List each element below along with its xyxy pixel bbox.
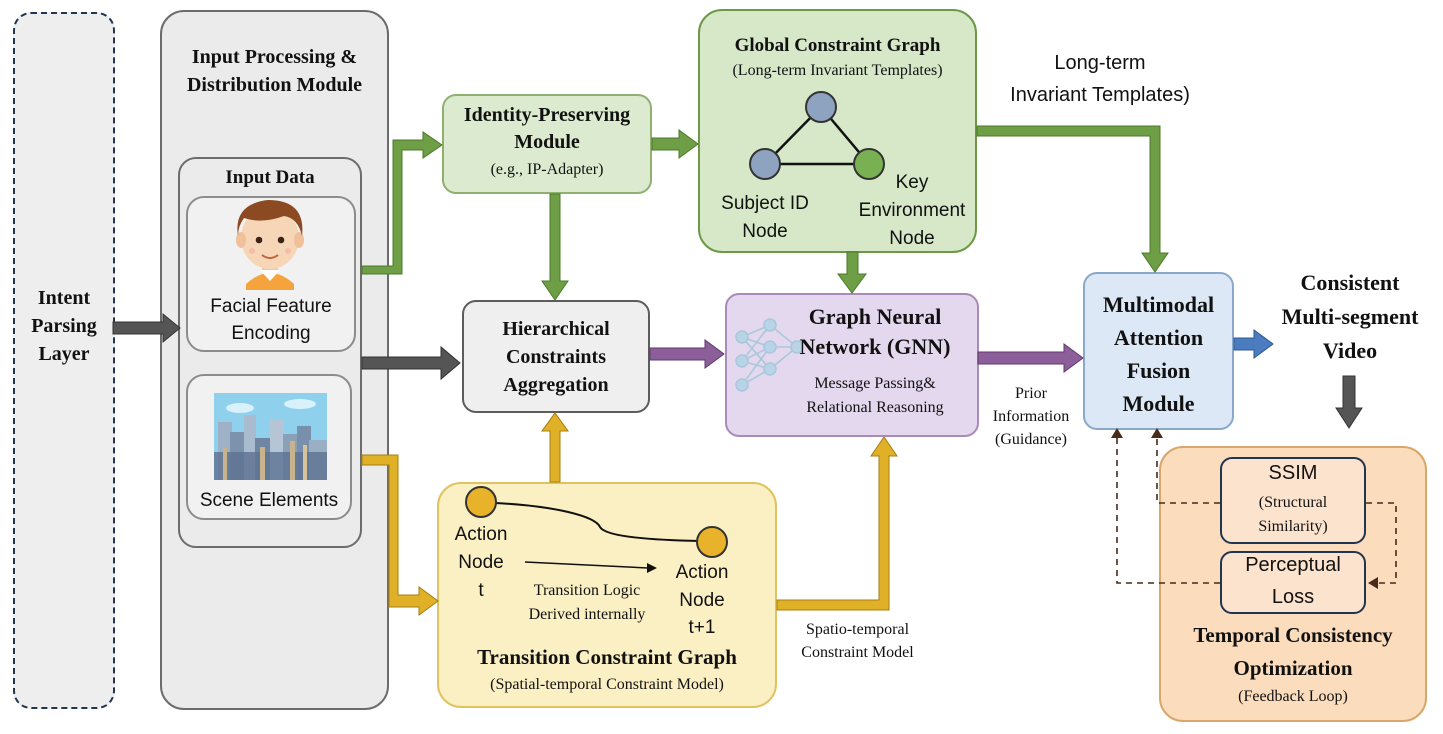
ssim-label-3: Similarity) (1258, 518, 1328, 535)
temporal-title-2: Optimization (1233, 656, 1353, 680)
ssim-box (1220, 457, 1366, 544)
fusion-title-4: Module (1122, 391, 1195, 416)
spatio-label-1: Spatio-temporal (805, 621, 910, 638)
output-label-3: Video (1322, 338, 1378, 363)
transition-logic-2: Derived internally (528, 606, 646, 623)
input-data-title: Input Data (225, 167, 315, 188)
arrow-facial-to-identity (361, 131, 443, 275)
perceptual-label-2: Loss (1271, 586, 1315, 608)
arrow-transition-to-hierarchical (541, 412, 569, 483)
scene-label: Scene Elements (199, 490, 339, 511)
intent-label-3: Layer (38, 343, 90, 365)
fusion-title-2: Attention (1113, 325, 1204, 350)
arrow-scene-to-transition (361, 454, 439, 616)
global-constraint-graph (698, 9, 977, 253)
fusion-title-3: Fusion (1126, 358, 1191, 383)
prior-label-2: Information (992, 408, 1070, 425)
output-label-2: Multi-segment (1281, 304, 1419, 329)
prior-label-3: (Guidance) (995, 431, 1067, 448)
gnn-sub-2: Relational Reasoning (806, 399, 944, 416)
face-avatar-icon (236, 200, 304, 290)
transition-sub: (Spatial-temporal Constraint Model) (490, 676, 724, 693)
key-node-label-1: Key (895, 172, 929, 193)
identity-preserving-module (442, 94, 652, 194)
intent-label-1: Intent (37, 287, 91, 309)
transition-constraint-graph (437, 482, 777, 708)
arrow-global-to-fusion (976, 125, 1169, 273)
global-graph-sub: (Long-term Invariant Templates) (732, 62, 943, 79)
identity-title-1: Identity-Preserving (463, 104, 631, 126)
key-node-label-2: Environment (858, 200, 966, 221)
hierarchical-title-3: Aggregation (503, 374, 609, 396)
facial-label-1: Facial Feature (210, 296, 332, 317)
key-node-label-3: Node (889, 228, 935, 249)
intent-parsing-layer (13, 12, 115, 709)
arrow-transition-to-gnn (776, 436, 898, 611)
output-label-1: Consistent (1300, 270, 1400, 295)
transition-logic-1: Transition Logic (533, 582, 641, 599)
long-term-label-2: Invariant Templates) (1010, 84, 1190, 106)
transition-title: Transition Constraint Graph (477, 645, 737, 669)
node-t-label-3: t (478, 580, 484, 601)
temporal-sub: (Feedback Loop) (1238, 688, 1348, 705)
arrow-global-to-gnn (837, 251, 867, 294)
node-t1-label-3: t+1 (688, 617, 716, 638)
arrow-fusion-to-output (1233, 329, 1274, 359)
long-term-label-1: Long-term (1054, 52, 1146, 74)
fusion-module-box (1083, 272, 1234, 430)
gnn-title-1: Graph Neural (808, 304, 942, 329)
subject-node-label-2: Node (742, 221, 788, 242)
perceptual-loss-box (1220, 551, 1366, 614)
gnn-sub-1: Message Passing& (814, 375, 936, 392)
transition-logic-line (524, 561, 649, 569)
temporal-title-1: Temporal Consistency (1193, 623, 1393, 647)
input-module-title-2: Distribution Module (186, 74, 363, 96)
arrow-intent-to-input (112, 312, 181, 344)
global-graph-title: Global Constraint Graph (734, 35, 941, 56)
identity-title-2: Module (514, 131, 580, 153)
feedback-arrowhead-1 (1151, 428, 1163, 438)
ssim-label-2: (Structural (1258, 494, 1328, 511)
top-graph-node (805, 91, 837, 123)
arrow-identity-to-hierarchical (541, 193, 569, 301)
hierarchical-constraints-box (462, 300, 650, 413)
feedback-arrowhead-3 (1368, 577, 1378, 589)
action-node-t1 (696, 526, 728, 558)
feedback-arrowhead-2 (1111, 428, 1123, 438)
arrow-identity-to-global (651, 129, 699, 159)
node-t-label-2: Node (458, 552, 504, 573)
fusion-title-1: Multimodal (1102, 292, 1215, 317)
key-environment-node (853, 148, 885, 180)
city-scene-icon (214, 393, 327, 480)
subject-id-node (749, 148, 781, 180)
node-t1-label-1: Action (675, 562, 729, 583)
arrow-hierarchical-to-gnn (649, 339, 725, 369)
hierarchical-title-2: Constraints (505, 346, 606, 368)
node-t1-label-2: Node (679, 590, 725, 611)
arrow-input-to-hierarchical (361, 345, 461, 381)
arrow-gnn-to-fusion (977, 343, 1084, 373)
intent-label-2: Parsing (31, 315, 97, 337)
input-module-title-1: Input Processing & (191, 46, 358, 68)
gnn-title-2: Network (GNN) (799, 334, 951, 359)
action-node-t (465, 486, 497, 518)
facial-label-2: Encoding (231, 323, 311, 344)
subject-node-label-1: Subject ID (721, 193, 809, 214)
arrow-video-to-temporal (1335, 375, 1363, 429)
transition-logic-arrowhead (647, 563, 657, 573)
transition-curve (494, 502, 701, 542)
hierarchical-title-1: Hierarchical (502, 318, 610, 340)
prior-label-1: Prior (1015, 385, 1047, 402)
node-t-label-1: Action (454, 524, 508, 545)
gnn-box (725, 293, 979, 437)
feedback-loop-lines (1116, 436, 1397, 584)
ssim-label-1: SSIM (1268, 462, 1318, 484)
spatio-label-2: Constraint Model (801, 644, 914, 661)
neural-network-icon (735, 318, 804, 392)
identity-sub: (e.g., IP-Adapter) (490, 161, 604, 178)
perceptual-label-1: Perceptual (1245, 554, 1341, 576)
